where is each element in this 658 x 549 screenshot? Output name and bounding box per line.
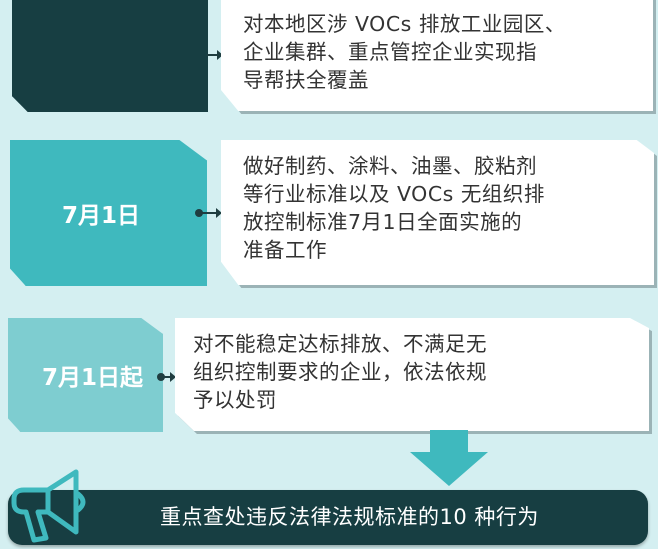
card-2-line-1: 做好制药、涂料、油墨、胶粘剂 <box>243 154 537 178</box>
banner: 重点查处违反法律法规标准的10 种行为 <box>8 490 648 545</box>
timeline-card-3: 对不能稳定达标排放、不满足无 组织控制要求的企业，依法依规 予以处罚 <box>175 318 649 431</box>
arrow-connector-icon <box>195 208 222 218</box>
arrow-connector-icon <box>157 372 176 382</box>
timeline-card-1: 对本地区涉 VOCs 排放工业园区、 企业集群、重点管控企业实现指 导帮扶全覆盖 <box>221 0 653 111</box>
timeline-card-2: 做好制药、涂料、油墨、胶粘剂 等行业标准以及 VOCs 无组织排 放控制标准7月… <box>221 140 654 285</box>
megaphone-icon <box>11 469 86 543</box>
card-2-line-4: 准备工作 <box>243 238 327 262</box>
card-3-line-2: 组织控制要求的企业，依法依规 <box>193 360 487 384</box>
timeline-label-3-text: 7月1日起 <box>42 365 144 391</box>
timeline-label-3: 7月1日起 <box>8 318 163 432</box>
card-3-line-1: 对不能稳定达标排放、不满足无 <box>193 332 487 356</box>
card-1-line-2: 企业集群、重点管控企业实现指 <box>243 40 537 64</box>
arrow-connector-icon <box>207 50 223 60</box>
card-2-line-3: 放控制标准7月1日全面实施的 <box>243 210 523 234</box>
card-3-line-3: 予以处罚 <box>193 388 277 412</box>
timeline-label-2-text: 7月1日 <box>62 203 141 229</box>
card-2-line-2: 等行业标准以及 VOCs 无组织排 <box>243 182 545 206</box>
card-1-line-1: 对本地区涉 VOCs 排放工业园区、 <box>243 12 566 36</box>
timeline-label-2: 7月1日 <box>10 140 207 286</box>
timeline-label-1 <box>12 0 208 112</box>
banner-text: 重点查处违反法律法规标准的10 种行为 <box>160 505 539 529</box>
card-1-line-3: 导帮扶全覆盖 <box>243 68 369 92</box>
